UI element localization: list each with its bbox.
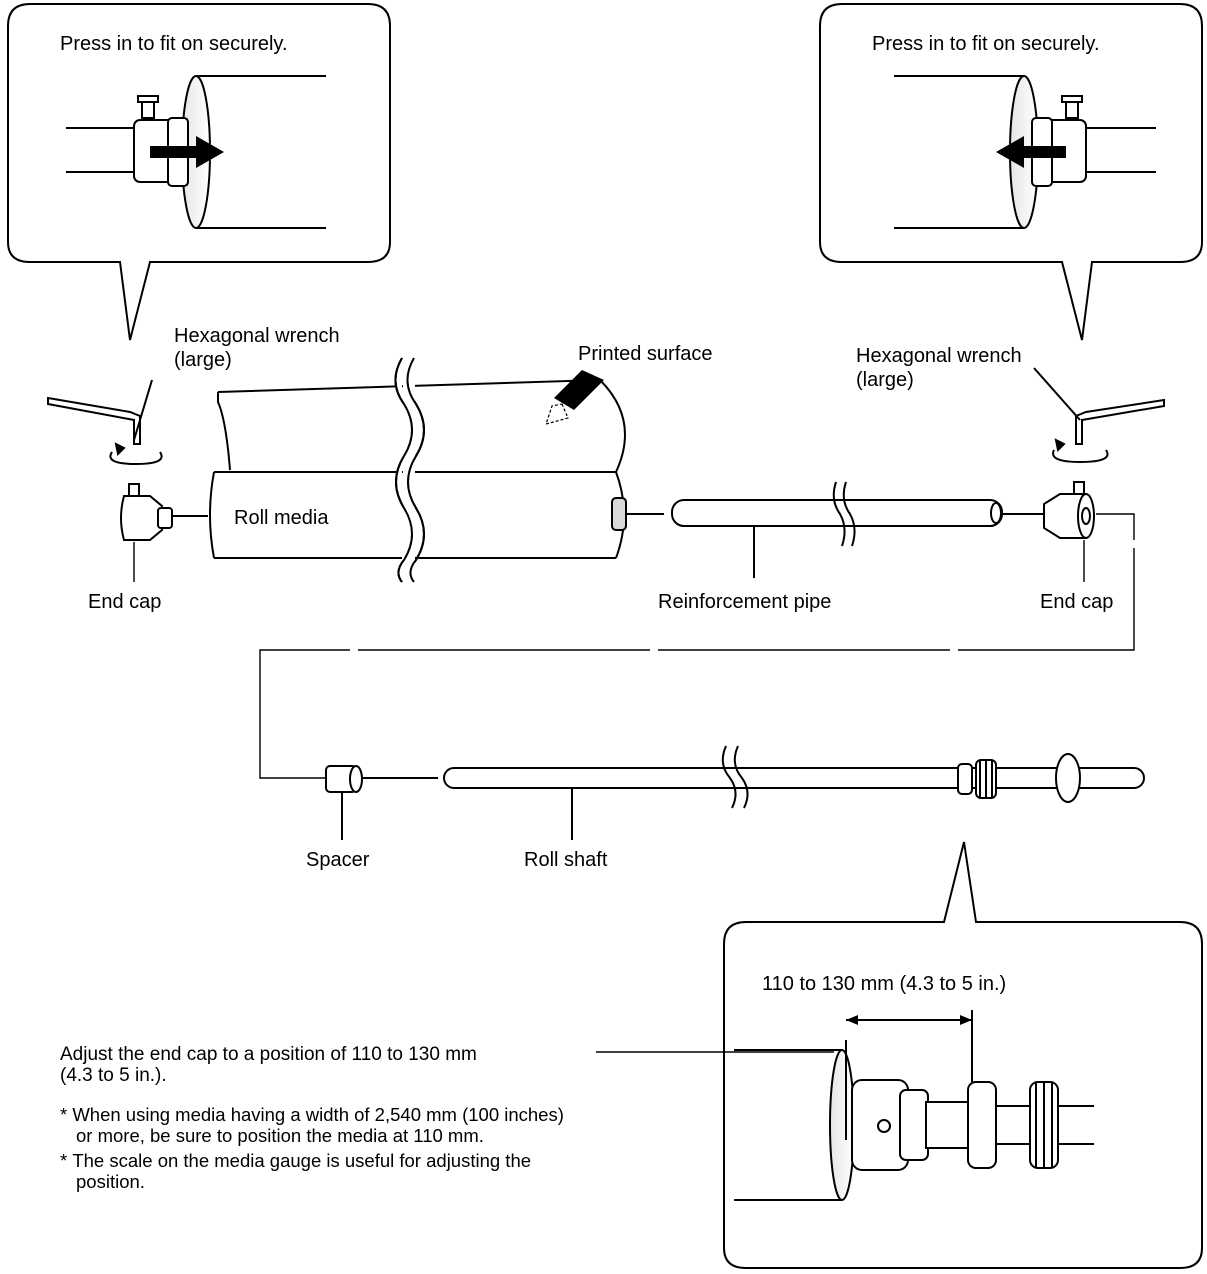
printed-surface-label: Printed surface (578, 343, 713, 365)
footnote-2: * The scale on the media gauge is useful… (60, 1150, 582, 1192)
adjust-instruction: Adjust the end cap to a position of 110 … (60, 1044, 600, 1090)
end-cap-left-label: End cap (88, 591, 161, 613)
hex-wrench-right-label: Hexagonal wrench (856, 345, 1022, 367)
measure-range-label: 110 to 130 mm (4.3 to 5 in.) (762, 973, 1006, 995)
footnote-2-text: The scale on the media gauge is useful f… (72, 1150, 531, 1192)
end-cap-right-label: End cap (1040, 591, 1113, 613)
footnote-2-marker: * (60, 1150, 67, 1171)
hex-wrench-right-icon (1034, 368, 1164, 462)
connector-lines (260, 514, 1134, 778)
callout-instruction-right: Press in to fit on securely. (872, 33, 1100, 55)
end-cap-right-part (1044, 482, 1094, 538)
reinforcement-pipe-part (672, 482, 1044, 578)
hex-wrench-right-sublabel: (large) (856, 369, 914, 391)
roll-shaft-label: Roll shaft (524, 849, 608, 871)
hex-wrench-left-icon (48, 380, 162, 464)
printed-surface-arrow-icon (546, 370, 604, 424)
hex-wrench-left-sublabel: (large) (174, 349, 232, 371)
callout-bottom-right (724, 842, 1202, 1268)
footnote-1-text: When using media having a width of 2,540… (72, 1104, 564, 1146)
footnotes: * When using media having a width of 2,5… (60, 1104, 582, 1196)
footnote-1-marker: * (60, 1104, 67, 1125)
spacer-part (326, 766, 438, 840)
end-cap-left-part (121, 484, 208, 540)
adjust-instruction-line1: Adjust the end cap to a position of 110 … (60, 1044, 477, 1065)
adjust-instruction-line2: (4.3 to 5 in.). (60, 1065, 167, 1086)
reinforcement-pipe-label: Reinforcement pipe (658, 591, 831, 613)
footnote-1: * When using media having a width of 2,5… (60, 1104, 582, 1146)
roll-media-label: Roll media (234, 507, 329, 529)
roll-shaft-part (444, 746, 1144, 840)
spacer-label: Spacer (306, 849, 370, 871)
hex-wrench-left-label: Hexagonal wrench (174, 325, 340, 347)
callout-instruction-left: Press in to fit on securely. (60, 33, 288, 55)
